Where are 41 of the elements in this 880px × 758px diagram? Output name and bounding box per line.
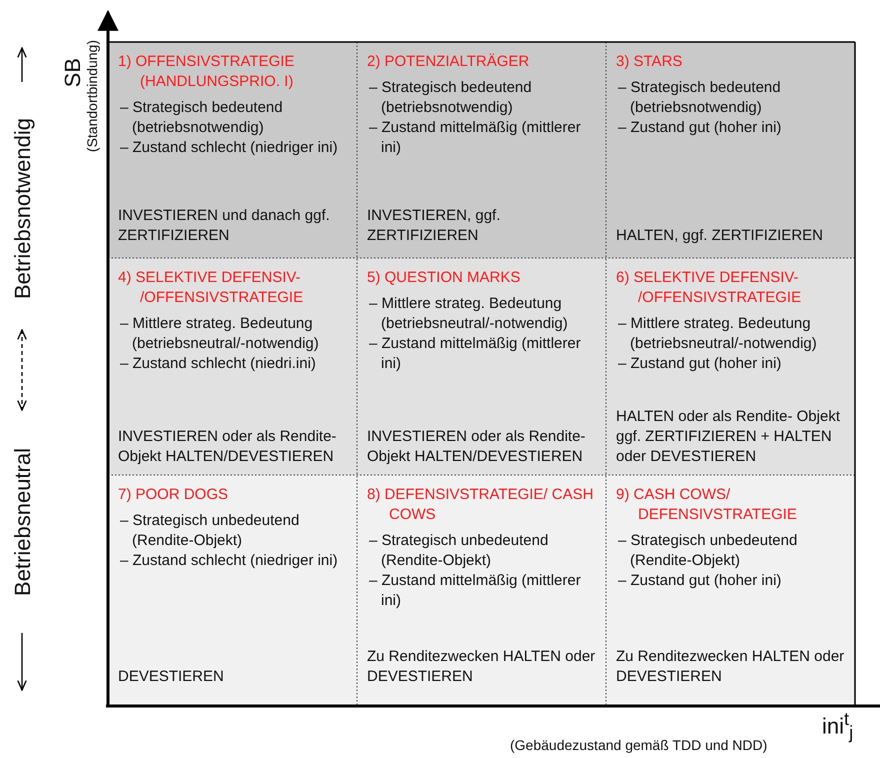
action-text: DEVESTIEREN bbox=[118, 667, 225, 687]
bullet-text: – Zustand mittelmäßig (mittlerer ini) bbox=[369, 571, 582, 611]
bullet-text: – Strategisch bedeutend (betriebsnotwendig) bbox=[369, 78, 533, 118]
bullet-text: – Zustand gut (hoher ini) bbox=[618, 571, 782, 591]
axis-title: SB bbox=[60, 58, 86, 88]
quadrant-title: 3) STARS bbox=[616, 52, 684, 72]
bullet-text: – Zustand mittelmäßig (mittlerer ini) bbox=[369, 118, 582, 158]
bullet-text: – Strategisch bedeutend (betriebsnotwendig) bbox=[618, 78, 782, 118]
quadrant-title: 1) OFFENSIVSTRATEGIE (HANDLUNGSPRIO. I) bbox=[118, 52, 296, 92]
axis-end-label: Betriebsnotwendig bbox=[10, 118, 36, 300]
quadrant-title: 9) CASH COWS/ DEFENSIVSTRATEGIE bbox=[616, 485, 798, 525]
action-text: INVESTIEREN oder als Rendite-Objekt HALTEN/DEVESTIEREN bbox=[118, 427, 338, 467]
bullet-text: – Mittlere strateg. Bedeutung (betriebsneutral/-notwendig) bbox=[120, 314, 320, 354]
action-text: INVESTIEREN oder als Rendite-Objekt HALTEN/DEVESTIEREN bbox=[367, 427, 586, 467]
action-text: HALTEN, ggf. ZERTIFIZIEREN bbox=[616, 226, 824, 246]
axis-subtitle: (Standortbindung) bbox=[84, 40, 100, 152]
action-text: Zu Renditezwecken HALTEN oder DEVESTIEREN bbox=[367, 647, 596, 687]
action-text: HALTEN oder als Rendite- Objekt ggf. ZERTIFIZIEREN + HALTEN oder DEVESTIEREN bbox=[616, 407, 841, 467]
bullet-text: – Strategisch bedeutend (betriebsnotwendig) bbox=[120, 98, 284, 138]
bullet-text: – Zustand mittelmäßig (mittlerer ini) bbox=[369, 334, 582, 374]
bullet-text: – Strategisch unbedeutend (Rendite-Objekt) bbox=[618, 531, 798, 571]
bullet-text: – Zustand gut (hoher ini) bbox=[618, 118, 782, 138]
action-text: INVESTIEREN, ggf. ZERTIFIZIEREN bbox=[367, 206, 502, 246]
quadrant-title: 7) POOR DOGS bbox=[118, 485, 230, 505]
action-text: Zu Renditezwecken HALTEN oder DEVESTIEREN bbox=[616, 647, 846, 687]
quadrant-title: 4) SELEKTIVE DEFENSIV- /OFFENSIVSTRATEGIE bbox=[118, 268, 304, 308]
bullet-text: – Zustand schlecht (niedri.ini) bbox=[120, 354, 317, 374]
quadrant-title: 5) QUESTION MARKS bbox=[367, 268, 522, 288]
bullet-text: – Zustand gut (hoher ini) bbox=[618, 354, 782, 374]
quadrant-title: 8) DEFENSIVSTRATEGIE/ CASH COWS bbox=[367, 485, 594, 525]
axis-subtitle: (Gebäudezustand gemäß TDD und NDD) bbox=[510, 737, 768, 753]
quadrant-title: 2) POTENZIALTRÄGER bbox=[367, 52, 530, 72]
axis-end-label: Betriebsneutral bbox=[10, 448, 36, 596]
quadrant-title: 6) SELEKTIVE DEFENSIV- /OFFENSIVSTRATEGIE bbox=[616, 268, 802, 308]
bullet-text: – Mittlere strateg. Bedeutung (betriebsneutral/-notwendig) bbox=[618, 314, 818, 354]
bullet-text: – Zustand schlecht (niedriger ini) bbox=[120, 138, 339, 158]
bullet-text: – Mittlere strateg. Bedeutung (betriebsneutral/-notwendig) bbox=[369, 294, 569, 334]
bullet-text: – Strategisch unbedeutend (Rendite-Objekt) bbox=[369, 531, 550, 571]
bullet-text: – Strategisch unbedeutend (Rendite-Objekt) bbox=[120, 511, 300, 551]
action-text: INVESTIEREN und danach ggf. ZERTIFIZIEREN bbox=[118, 206, 331, 246]
bullet-text: – Zustand schlecht (niedriger ini) bbox=[120, 551, 339, 571]
